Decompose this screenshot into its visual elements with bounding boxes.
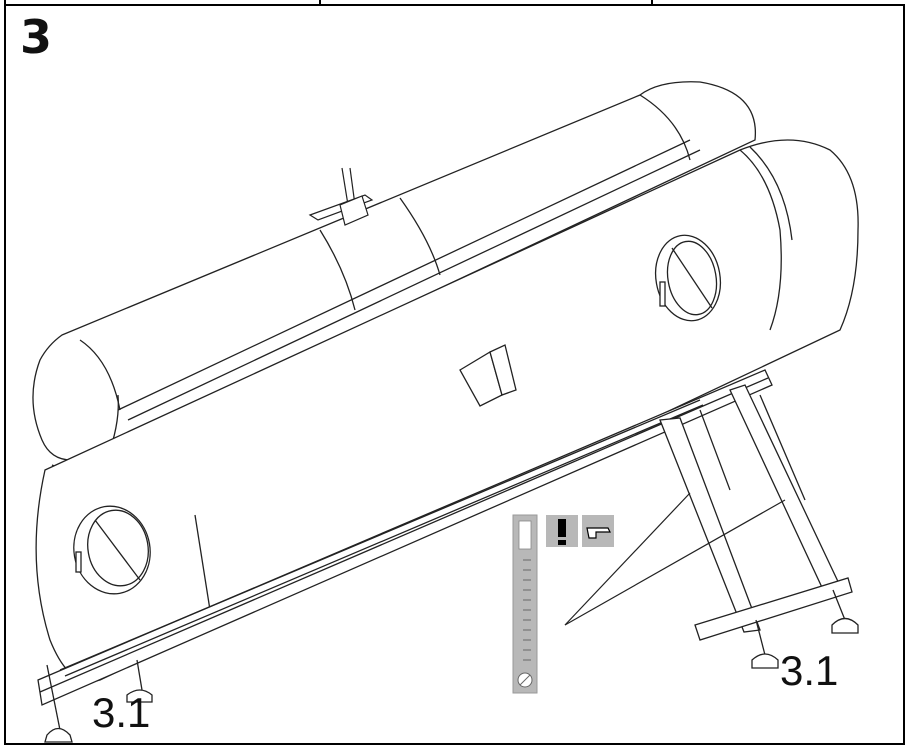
left-port [73,505,151,595]
support-stand [659,384,853,641]
level-icon [512,514,538,694]
page-border [4,0,905,745]
frame-rail [37,369,773,706]
level-guide-lines [564,492,786,626]
adjustable-feet [44,589,859,743]
callout-right-foot: 3.1 [780,647,839,694]
callout-left-foot: 3.1 [92,689,151,736]
pointing-hand-icon [582,515,614,547]
warning-icon [546,515,578,547]
main-tank [35,139,859,683]
step-number: 3 [20,10,53,64]
top-valve [308,167,374,226]
right-port [654,234,722,322]
